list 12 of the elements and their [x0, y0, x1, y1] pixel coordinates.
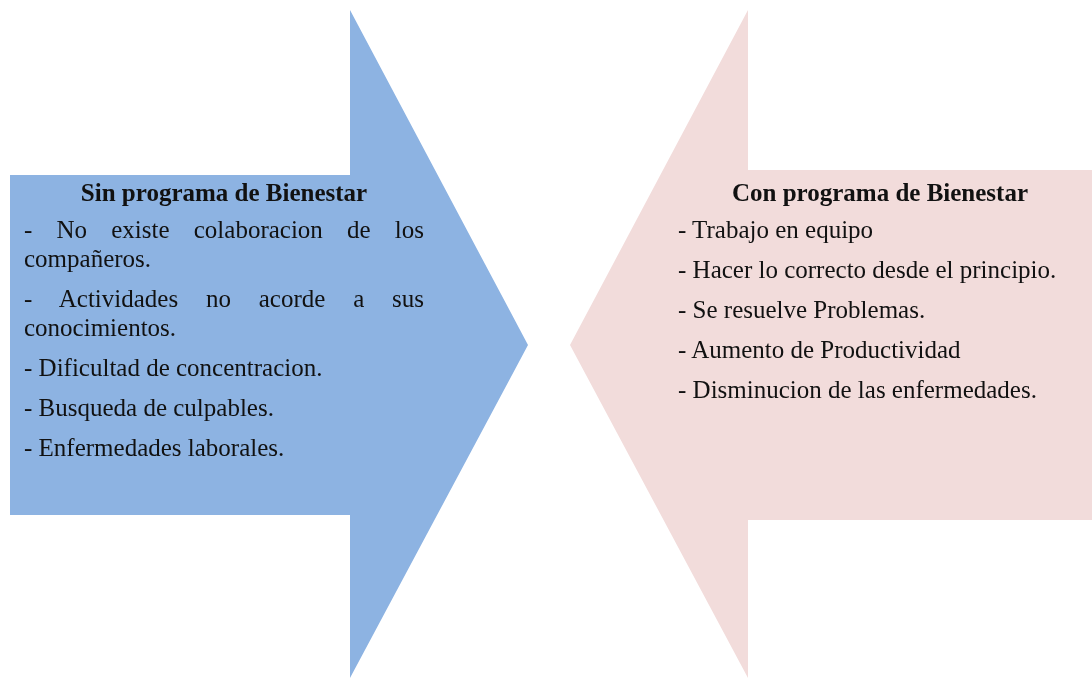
- list-item: - No existe colaboracion de los compañeros.: [24, 215, 424, 273]
- list-item: - Dificultad de concentracion.: [24, 353, 324, 382]
- list-item: - Hacer lo correcto desde el principio.: [678, 255, 1058, 284]
- list-item: - Aumento de Productividad: [678, 335, 962, 364]
- list-item: - Trabajo en equipo: [678, 215, 875, 244]
- list-item: - Actividades no acorde a sus conocimientos.: [24, 284, 424, 342]
- list-item: - Se resuelve Problemas.: [678, 295, 927, 324]
- list-item: - Enfermedades laborales.: [24, 433, 286, 462]
- list-item: - Busqueda de culpables.: [24, 393, 275, 422]
- heading: Sin programa de Bienestar: [79, 178, 369, 207]
- list-item: - Disminucion de las enfermedades.: [678, 375, 1038, 404]
- heading: Con programa de Bienestar: [730, 178, 1029, 207]
